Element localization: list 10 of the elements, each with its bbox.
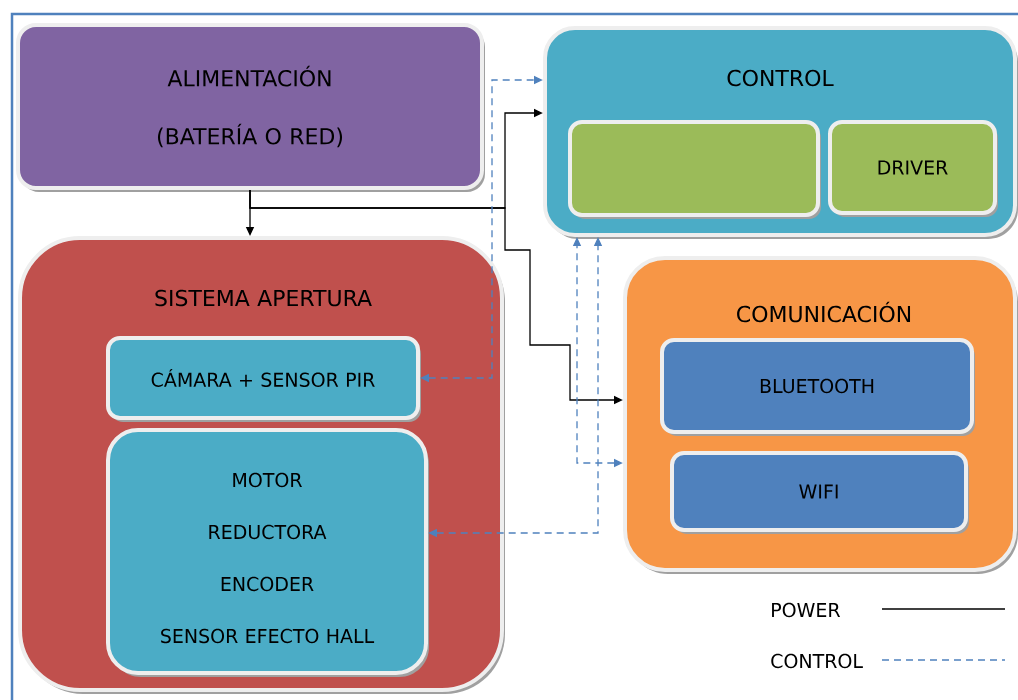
module-box: WIFI (670, 451, 969, 534)
legend-label: CONTROL (771, 653, 863, 669)
module-box (568, 120, 821, 219)
module-box: CÁMARA + SENSOR PIR (106, 336, 421, 422)
connector-arrow (420, 75, 543, 383)
module-box: DRIVER (828, 120, 998, 217)
block-box: ALIMENTACIÓN (BATERÍA O RED) (16, 23, 485, 192)
legend-label: POWER (772, 602, 841, 618)
module-box: BLUETOOTH (660, 338, 975, 436)
module-box: MOTOR REDUCTORA ENCODER SENSOR EFECTO HALL (106, 428, 429, 677)
